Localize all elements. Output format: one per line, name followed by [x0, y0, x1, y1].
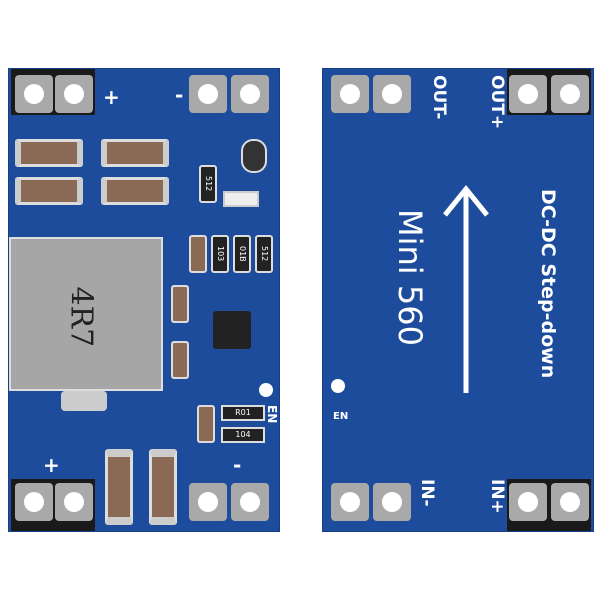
- capacitor-small: [171, 341, 189, 379]
- capacitor: [101, 139, 169, 167]
- top-minus-label: -: [175, 83, 184, 107]
- pad-in-minus-1: [331, 483, 369, 521]
- pad-in-plus-2: [55, 483, 93, 521]
- pad-in-plus-1: [15, 483, 53, 521]
- pad-in-minus-1: [15, 75, 53, 113]
- pad-out-minus-1: [331, 75, 369, 113]
- en-hole: [331, 379, 345, 393]
- pad-in-plus-2: [551, 483, 589, 521]
- en-label: EN: [333, 411, 349, 422]
- resistor: 104: [221, 427, 265, 443]
- ic-chip: [213, 311, 251, 349]
- capacitor-small: [189, 235, 207, 273]
- resistor: 512: [199, 165, 217, 203]
- top-plus-label: +: [103, 85, 120, 109]
- pad-in-plus-1: [509, 483, 547, 521]
- resistor: 01B: [233, 235, 251, 273]
- capacitor-small: [171, 285, 189, 323]
- resistor: 512: [255, 235, 273, 273]
- pad-in-minus-2: [373, 483, 411, 521]
- out-plus-label: OUT+: [487, 75, 507, 130]
- pcb-back: OUT- OUT+ DC-DC Step-down Mini 560 EN IN…: [322, 68, 594, 532]
- pad-out-2: [231, 75, 269, 113]
- inductor: 4R7: [9, 237, 163, 391]
- out-minus-label: OUT-: [429, 75, 449, 120]
- capacitor: [15, 177, 83, 205]
- inductor-marking: 4R7: [63, 286, 99, 348]
- inductor-tab: [61, 391, 107, 411]
- pad-in-minus-2: [231, 483, 269, 521]
- pcb-front: + - 512 4R7 103 01B 512 R01 104 EN + -: [8, 68, 280, 532]
- en-hole: [259, 383, 273, 397]
- led: [223, 191, 259, 207]
- subtitle: DC-DC Step-down: [537, 189, 559, 379]
- resistor: 103: [211, 235, 229, 273]
- capacitor-small: [197, 405, 215, 443]
- arrow-up-icon: [443, 185, 489, 393]
- title: Mini 560: [391, 209, 429, 346]
- capacitor: [105, 449, 133, 525]
- bottom-plus-label: +: [43, 453, 60, 477]
- in-minus-label: IN-: [417, 479, 437, 507]
- resistor: R01: [221, 405, 265, 421]
- pad-out-1: [189, 75, 227, 113]
- in-plus-label: IN+: [487, 479, 507, 514]
- pad-out-plus-1: [509, 75, 547, 113]
- capacitor: [15, 139, 83, 167]
- en-label: EN: [265, 405, 279, 424]
- pad-out-minus-2: [373, 75, 411, 113]
- pad-out-plus-2: [551, 75, 589, 113]
- diode: [241, 139, 267, 173]
- pad-in-minus-2: [55, 75, 93, 113]
- pad-in-minus-1: [189, 483, 227, 521]
- capacitor: [101, 177, 169, 205]
- capacitor: [149, 449, 177, 525]
- bottom-minus-label: -: [233, 453, 242, 477]
